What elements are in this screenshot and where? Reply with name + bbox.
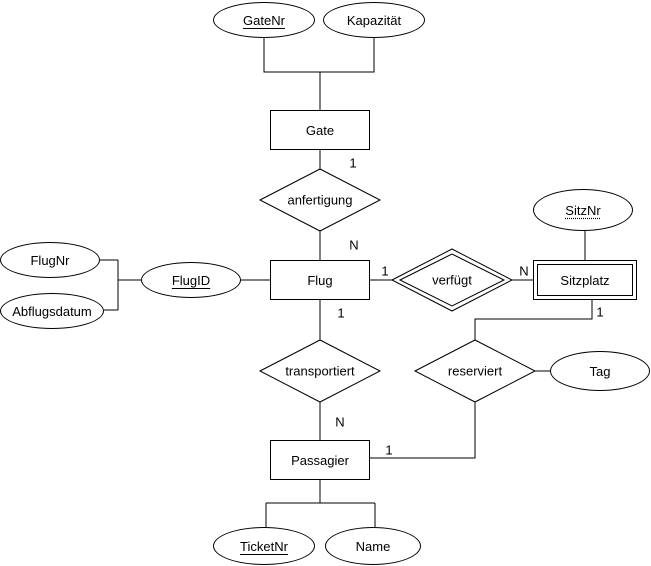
relationship-anfertigung-diamond	[258, 168, 382, 232]
entity-flug-label: Flug	[307, 272, 333, 288]
cardinality-verfuegt-sitzplatz: N	[519, 263, 529, 279]
attribute-kapazitaet-label: Kapazität	[346, 12, 402, 28]
entity-flug: Flug	[270, 260, 370, 300]
attribute-tag-ellipse: Tag	[550, 351, 650, 391]
attribute-name-ellipse: Name	[325, 527, 421, 565]
entity-passagier-label: Passagier	[291, 452, 349, 468]
attribute-flugnr-ellipse: FlugNr	[0, 242, 100, 278]
cardinality-flug-verfuegt: 1	[381, 263, 389, 279]
attribute-abflugsdatum-label: Abflugsdatum	[12, 303, 92, 319]
entity-sitzplatz: Sitzplatz	[533, 260, 637, 300]
attribute-tag-label: Tag	[589, 363, 611, 379]
attribute-sitznr-label: SitzNr	[565, 202, 601, 218]
cardinality-transportiert-passagier: N	[335, 414, 345, 430]
attribute-ticketnr-label: TicketNr	[240, 538, 288, 554]
entity-gate-label: Gate	[305, 122, 335, 138]
connector-reserviert-passagier	[370, 402, 476, 459]
entity-sitzplatz-label: Sitzplatz	[560, 272, 610, 288]
attribute-sitznr-ellipse: SitzNr	[533, 189, 633, 231]
attribute-name-label: Name	[355, 538, 391, 554]
entity-sitzplatz-inner-border: Sitzplatz	[537, 264, 633, 296]
attribute-ticketnr-ellipse: TicketNr	[213, 527, 315, 565]
entity-passagier: Passagier	[270, 440, 370, 480]
relationship-anfertigung-label: anfertigung	[287, 192, 353, 208]
relationship-transportiert-label: transportiert	[285, 363, 355, 379]
cardinality-sitzplatz-reserviert: 1	[596, 304, 604, 320]
connector-sitzplatz-reserviert	[474, 300, 593, 340]
attribute-abflugsdatum-ellipse: Abflugsdatum	[0, 293, 104, 329]
relationship-verfuegt-diamond-inner	[398, 253, 506, 307]
cardinality-passagier-reserviert: 1	[385, 442, 393, 458]
attribute-flugid-label: FlugID	[171, 272, 211, 288]
attribute-gatenr-ellipse: GateNr	[213, 2, 315, 38]
relationship-reserviert-diamond	[413, 339, 537, 403]
cardinality-flug-transportiert: 1	[337, 305, 345, 321]
attribute-gatenr-label: GateNr	[243, 12, 285, 28]
attribute-flugid-ellipse: FlugID	[141, 262, 241, 298]
entity-gate: Gate	[270, 110, 370, 150]
attribute-flugnr-label: FlugNr	[30, 252, 70, 268]
cardinality-anfertigung-flug: N	[349, 237, 359, 253]
cardinality-gate-anfertigung: 1	[349, 155, 357, 171]
relationship-reserviert-label: reserviert	[447, 363, 503, 379]
connector-gatenr-gate	[263, 38, 375, 73]
attribute-kapazitaet-ellipse: Kapazität	[323, 2, 425, 38]
relationship-verfuegt-label: verfügt	[432, 272, 472, 288]
relationship-transportiert-diamond	[258, 339, 382, 403]
